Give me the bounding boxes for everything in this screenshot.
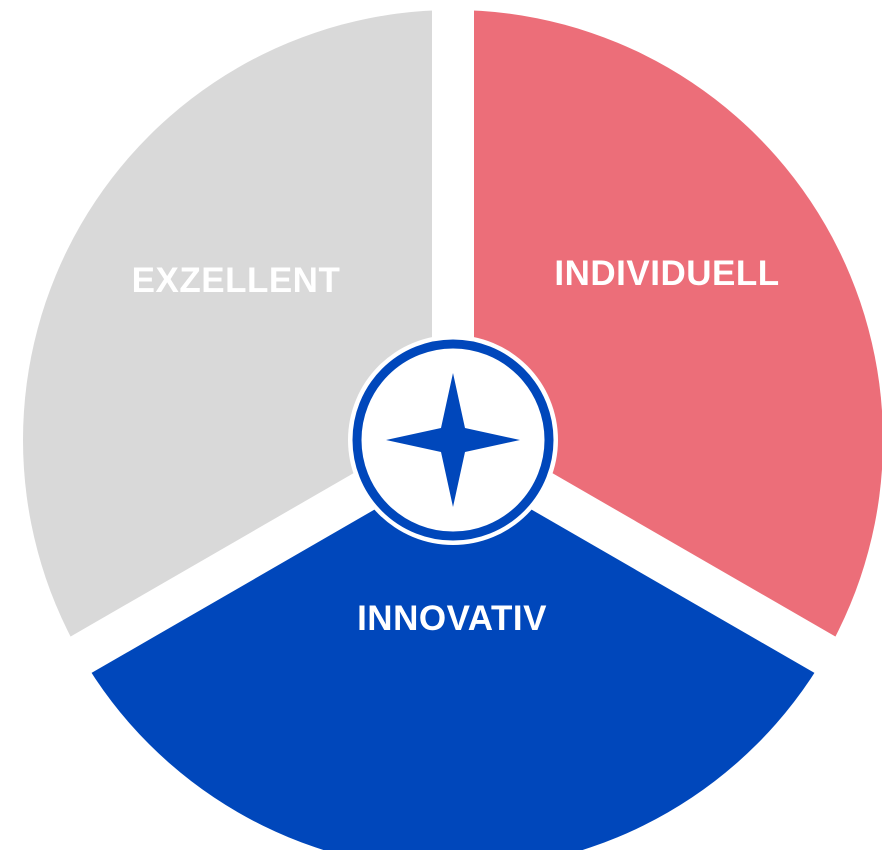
center-ring [352,339,554,541]
segment-label-individuell: INDIVIDUELL [554,254,779,293]
segment-label-innovativ: INNOVATIV [357,599,547,638]
segments [23,10,882,850]
segment-label-exzellent: EXZELLENT [132,261,341,300]
compass-star-icon [386,373,520,507]
center-badge [348,335,558,545]
segment-innovativ [80,440,826,850]
